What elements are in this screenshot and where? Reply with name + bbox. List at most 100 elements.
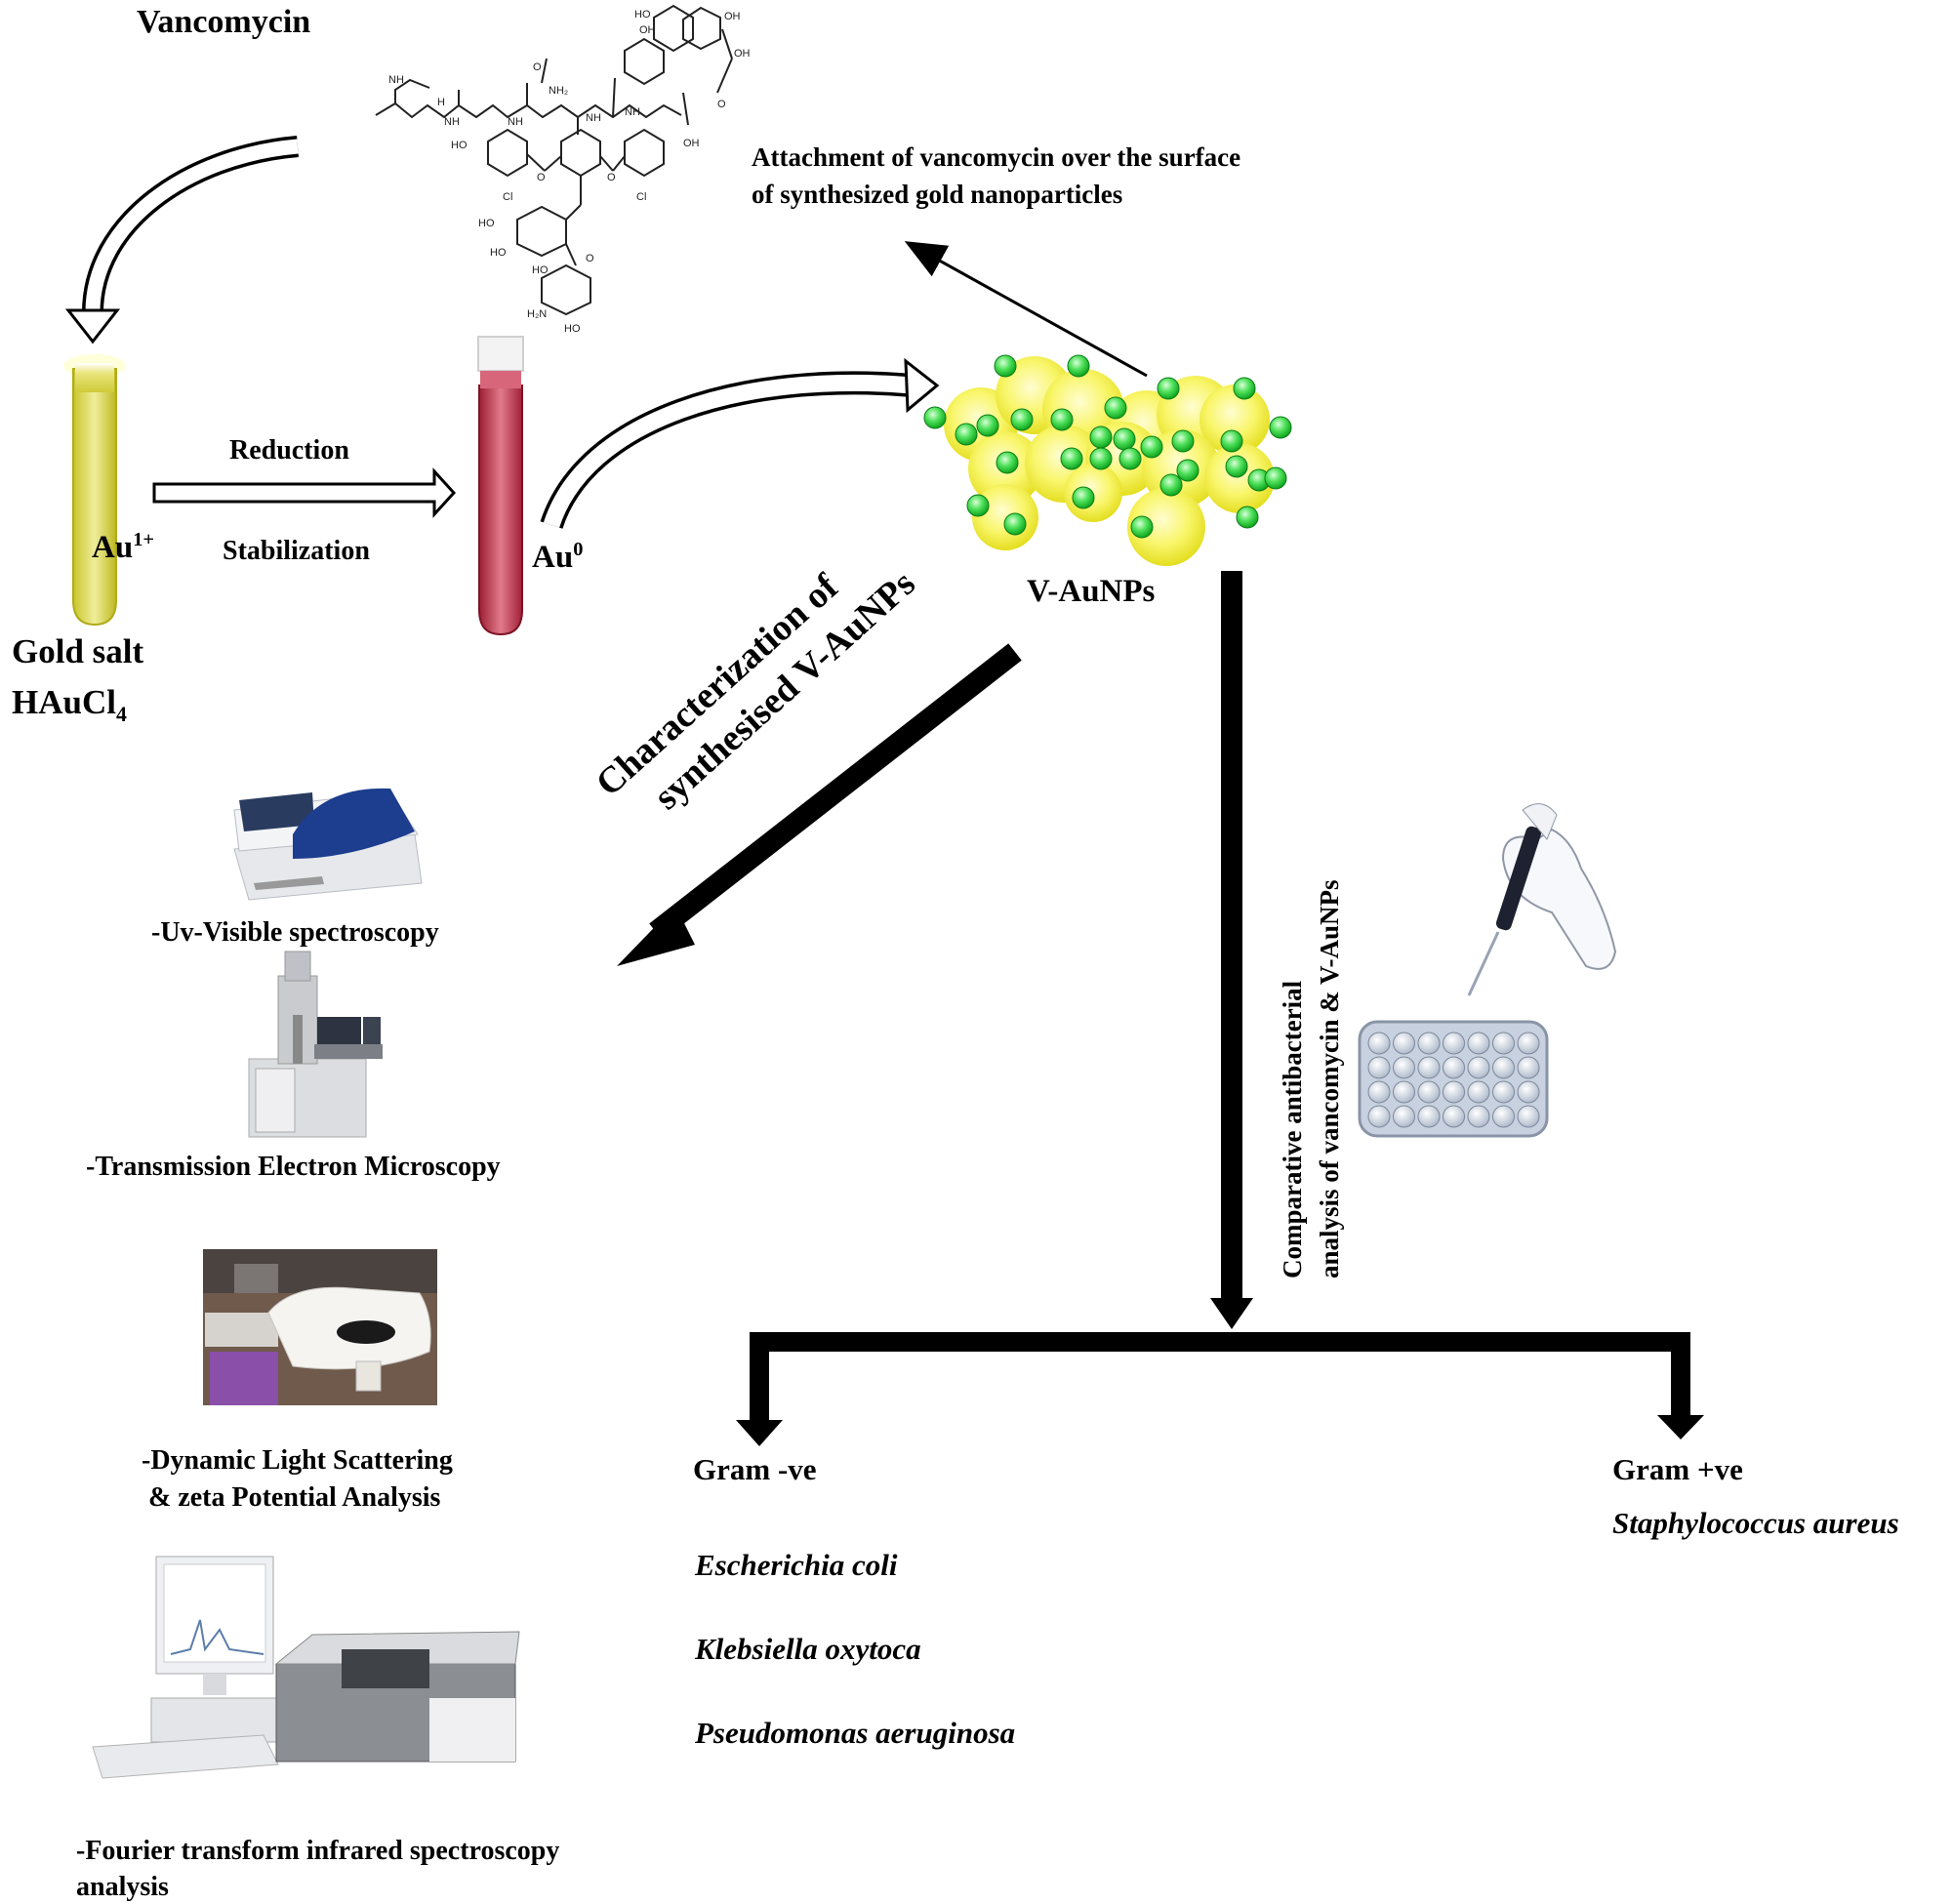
- gram-positive-organism: Staphylococcus aureus: [1612, 1506, 1899, 1540]
- plate-well: [1367, 1105, 1391, 1128]
- svg-text:NH₂: NH₂: [549, 85, 568, 97]
- vaunp-cluster: [923, 354, 1292, 566]
- attachment-label-line2: of synthesized gold nanoparticles: [752, 180, 1123, 209]
- plate-well: [1467, 1032, 1490, 1055]
- svg-text:NH: NH: [625, 106, 640, 118]
- vancomycin-title: Vancomycin: [137, 4, 311, 40]
- au-final-base: Au: [532, 540, 574, 575]
- antibacterial-label-line1: Comparative antibacterial: [1278, 980, 1307, 1278]
- gold-nanoparticle: [972, 484, 1038, 550]
- vancomycin-ligand: [1003, 512, 1027, 536]
- svg-text:NH: NH: [586, 112, 601, 124]
- vancomycin-ligand: [923, 406, 947, 429]
- vancomycin-ligand: [1104, 396, 1127, 420]
- antibacterial-label: Comparative antibacterial analysis of va…: [1274, 879, 1348, 1278]
- antibacterial-label-line2: analysis of vancomycin & V-AuNPs: [1315, 879, 1344, 1278]
- multiwell-plate-image: [1358, 1020, 1549, 1138]
- gold-salt-formula-main: HAuCl: [12, 683, 116, 721]
- attachment-label-line1: Attachment of vancomycin over the surfac…: [752, 142, 1241, 172]
- vancomycin-structure: [375, 4, 733, 316]
- au-final-superscript: 0: [573, 539, 584, 560]
- vancomycin-ligand: [1233, 377, 1256, 400]
- svg-text:OH: OH: [734, 48, 751, 60]
- vancomycin-ligand: [1089, 447, 1113, 470]
- vancomycin-ligand: [1113, 427, 1136, 451]
- plate-well: [1467, 1080, 1490, 1104]
- gold-nanoparticle: [1200, 385, 1270, 455]
- gold-nanoparticle: [1127, 488, 1205, 566]
- plate-well: [1417, 1080, 1441, 1104]
- plate-well: [1417, 1056, 1441, 1079]
- svg-text:H: H: [437, 97, 445, 108]
- vancomycin-ligand: [1159, 473, 1183, 497]
- characterization-arrow: [617, 643, 1022, 966]
- svg-text:O: O: [533, 61, 542, 73]
- vancomycin-ligand: [1050, 408, 1074, 431]
- technique-dls-label-line1: -Dynamic Light Scattering: [142, 1445, 453, 1476]
- svg-text:HO: HO: [451, 140, 468, 151]
- reduction-label: Reduction: [229, 435, 349, 466]
- gold-salt-label: Gold salt: [12, 632, 144, 670]
- ftir-spectrometer-image: [92, 1556, 520, 1779]
- vancomycin-ligand: [976, 414, 999, 437]
- au-initial-label: Au1+: [92, 529, 154, 566]
- gold-nanoparticle: [1204, 443, 1275, 513]
- plate-well: [1393, 1105, 1415, 1128]
- svg-text:OH: OH: [683, 138, 700, 149]
- svg-text:O: O: [607, 172, 616, 183]
- svg-text:OH: OH: [724, 11, 741, 22]
- vancomycin-ligand: [1130, 515, 1154, 539]
- plate-well: [1492, 1080, 1515, 1104]
- plate-well: [1517, 1105, 1540, 1128]
- plate-well: [1417, 1032, 1441, 1055]
- plate-well: [1393, 1032, 1415, 1055]
- dls-zeta-analyzer-image: [203, 1249, 437, 1405]
- branch-connector: [736, 1332, 1704, 1446]
- reduced-gold-tube: [477, 336, 524, 636]
- svg-text:HO: HO: [490, 247, 507, 259]
- svg-text:O: O: [586, 253, 594, 264]
- plate-well: [1492, 1105, 1515, 1128]
- gold-salt-formula-subscript: 4: [115, 703, 127, 726]
- svg-text:OH: OH: [639, 24, 656, 36]
- curved-arrow-to-gold-salt: [64, 136, 299, 344]
- plate-well: [1393, 1056, 1415, 1079]
- au-initial-base: Au: [92, 530, 134, 565]
- vancomycin-ligand: [1269, 416, 1292, 439]
- vancomycin-ligand: [1236, 506, 1259, 529]
- vancomycin-ligand: [1157, 377, 1180, 400]
- plate-well: [1367, 1056, 1391, 1079]
- vancomycin-ligand: [1264, 466, 1287, 490]
- plate-well: [1443, 1056, 1465, 1079]
- antibacterial-arrow: [1210, 571, 1253, 1329]
- pipette-with-glove-image: [1467, 803, 1617, 996]
- gram-negative-organism: Escherichia coli: [695, 1548, 898, 1582]
- au-initial-superscript: 1+: [133, 529, 155, 550]
- plate-well: [1443, 1105, 1465, 1128]
- vancomycin-ligand: [1176, 459, 1200, 482]
- vancomycin-ligand: [955, 423, 978, 446]
- tem-microscope-image: [248, 951, 383, 1138]
- gold-salt-formula: HAuCl4: [12, 683, 127, 727]
- vancomycin-ligand: [1010, 408, 1034, 431]
- plate-well: [1492, 1056, 1515, 1079]
- gram-negative-organism: Pseudomonas aeruginosa: [695, 1716, 1016, 1750]
- plate-well: [1492, 1032, 1515, 1055]
- plate-well: [1417, 1105, 1441, 1128]
- plate-well: [1443, 1032, 1465, 1055]
- svg-text:H₂N: H₂N: [527, 308, 547, 320]
- au-final-label: Au0: [532, 539, 583, 576]
- vancomycin-ligand: [1225, 455, 1248, 478]
- vancomycin-ligand: [1140, 435, 1163, 459]
- svg-text:NH: NH: [388, 74, 404, 86]
- gram-negative-organism: Klebsiella oxytoca: [695, 1632, 921, 1666]
- vancomycin-ligand: [1072, 486, 1095, 509]
- gold-salt-tube: [63, 354, 126, 627]
- plate-well: [1443, 1080, 1465, 1104]
- plate-well: [1467, 1105, 1490, 1128]
- gram-negative-heading: Gram -ve: [693, 1452, 817, 1486]
- vancomycin-ligand: [996, 451, 1019, 474]
- vancomycin-ligand: [966, 494, 990, 517]
- plate-well: [1517, 1056, 1540, 1079]
